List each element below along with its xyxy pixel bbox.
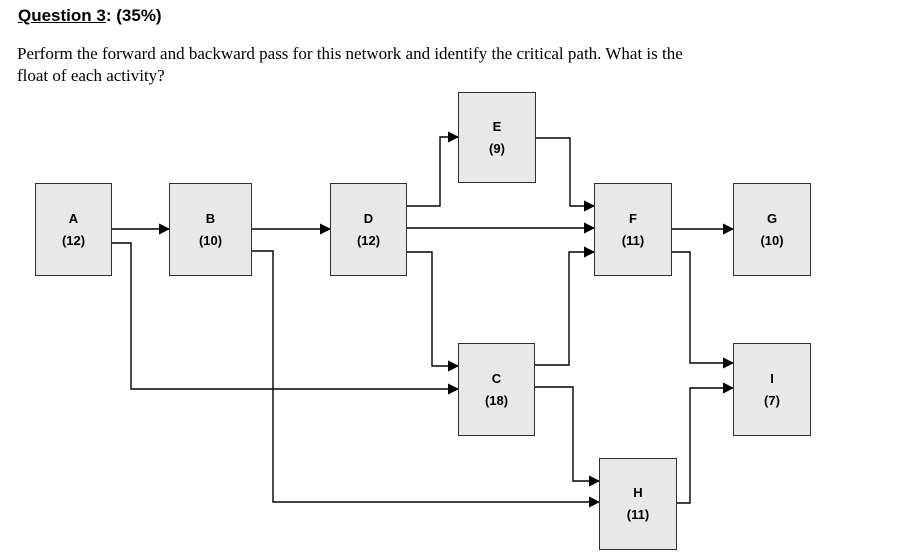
activity-duration: (9) <box>489 140 505 156</box>
activity-node-E: E (9) <box>458 92 536 183</box>
edge-D-to-E <box>407 131 460 207</box>
activity-label: H <box>633 485 643 500</box>
question-title-number: Question 3 <box>18 6 106 25</box>
activity-label: D <box>363 210 374 226</box>
edge-E-to-F <box>536 137 596 212</box>
activity-duration: (12) <box>356 232 381 248</box>
activity-label: F <box>629 210 637 226</box>
activity-label: G <box>766 210 778 226</box>
activity-node-H: H (11) <box>599 458 677 550</box>
activity-duration: (10) <box>198 232 223 248</box>
activity-label: B <box>205 210 216 226</box>
activity-node-I: I (7) <box>733 343 811 436</box>
activity-duration: (10) <box>760 232 784 248</box>
question-title: Question 3: (35%) <box>18 6 162 26</box>
edge-B-to-H <box>252 250 601 508</box>
activity-label: C <box>491 370 502 386</box>
edge-A-to-C <box>112 242 460 395</box>
activity-node-B: B (10) <box>169 183 252 276</box>
edge-C-to-F <box>535 246 596 366</box>
question-body-line-1: Perform the forward and backward pass fo… <box>17 44 683 63</box>
activity-node-C: C (18) <box>458 343 535 436</box>
activity-node-D: D (12) <box>330 183 407 276</box>
edge-C-to-H <box>535 386 601 487</box>
activity-node-F: F (11) <box>594 183 672 276</box>
activity-duration: (7) <box>764 392 780 408</box>
edge-F-to-I <box>672 251 735 369</box>
activity-label: I <box>770 370 774 386</box>
edge-D-to-C <box>407 251 460 372</box>
activity-duration: (12) <box>61 232 86 248</box>
activity-duration: (11) <box>621 232 645 248</box>
question-body-line-2: float of each activity? <box>17 66 165 85</box>
activity-label: E <box>492 118 502 134</box>
edge-H-to-I <box>677 382 735 504</box>
question-body: Perform the forward and backward pass fo… <box>17 43 877 87</box>
activity-duration: (18) <box>484 392 509 408</box>
activity-node-G: G (10) <box>733 183 811 276</box>
activity-label: A <box>68 210 79 226</box>
activity-duration: (11) <box>626 507 650 522</box>
question-title-weight: : (35%) <box>105 6 162 25</box>
activity-node-A: A (12) <box>35 183 112 276</box>
